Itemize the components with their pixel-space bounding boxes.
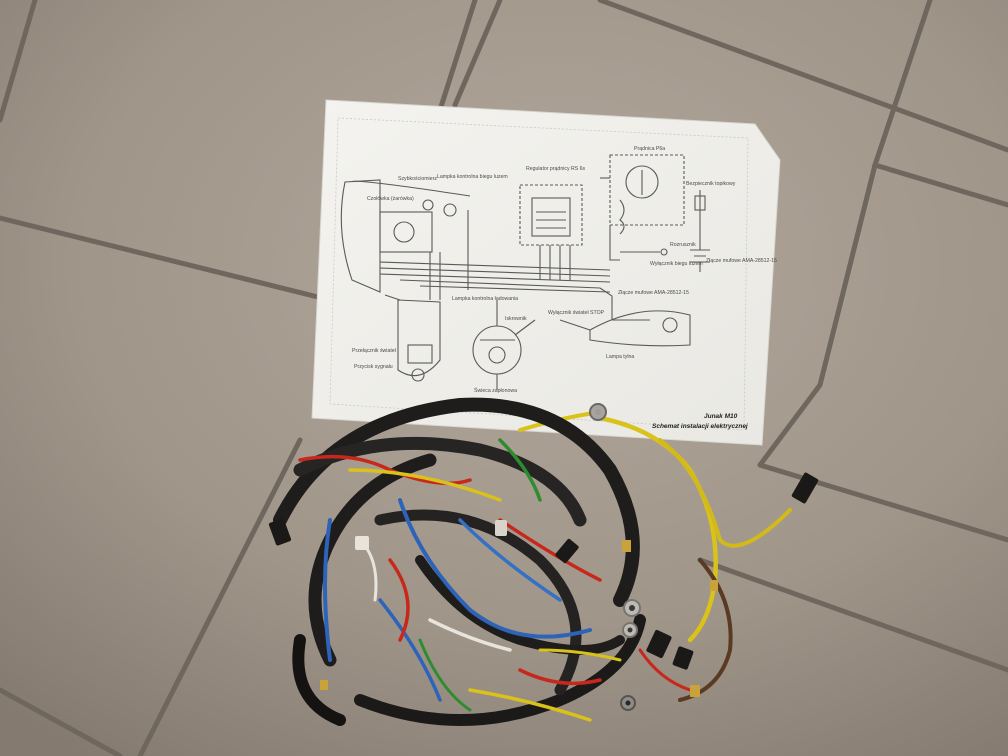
wire-blue-4 <box>378 598 442 702</box>
label-szybkosciomierz: Szybkościomierz <box>398 176 437 182</box>
spade-terminal-1 <box>622 540 631 552</box>
label-wylacznik-luzem: Wyłącznik biegu luzem <box>650 261 703 267</box>
white-connector-2 <box>495 520 507 536</box>
label-pradnica: Prądnica P6a <box>634 146 665 152</box>
wire-blue-2 <box>398 498 592 639</box>
wire-red-3 <box>388 558 410 642</box>
label-przelacznik: Przełącznik świateł <box>352 348 397 354</box>
wire-yellow-short-3 <box>538 648 622 662</box>
wire-yellow-branch <box>658 438 792 548</box>
wiring-harness <box>268 397 819 726</box>
label-czolowka: Czołówka (żarówka) <box>367 196 414 202</box>
black-sleeve-loop-2 <box>293 436 587 527</box>
connector-black-lower <box>555 538 579 564</box>
wire-red-5 <box>638 648 692 692</box>
spade-terminal-3 <box>710 580 718 591</box>
label-przycisk: Przycisk sygnału <box>354 364 393 370</box>
label-lampka-biegu: Lampka kontrolna biegu luzem <box>437 174 508 180</box>
wiring-diagram-sheet: Szybkościomierz Lampka kontrolna biegu l… <box>311 99 781 446</box>
label-zlacze-2: Złącze mufowe AMA-28512-15 <box>618 290 689 296</box>
label-lampka-ladowania: Lampka kontrolna ładowania <box>452 296 518 302</box>
wire-red-4 <box>518 668 602 686</box>
wire-white-1 <box>428 618 512 652</box>
spade-terminal-2 <box>690 685 700 697</box>
connector-black-mid-1 <box>646 629 672 659</box>
wire-yellow-short-2 <box>468 688 592 722</box>
wire-red-2 <box>498 518 602 582</box>
connector-black-mid-2 <box>672 646 694 670</box>
harness-connectors <box>268 403 819 711</box>
diagram-title-caption: Schemat instalacji elektrycznej <box>652 423 748 430</box>
schematic-lines <box>340 154 710 390</box>
label-zlacze-1: Złącze mufowe AMA-28512-15 <box>706 258 777 264</box>
label-lampa-tylna: Lampa tylna <box>606 354 634 360</box>
diagram-labels: Szybkościomierz Lampka kontrolna biegu l… <box>352 146 777 430</box>
label-iskrownik: Iskrownik <box>505 316 527 322</box>
black-sleeve-loop-6 <box>415 555 625 655</box>
label-regulator: Regulator prądnicy RS 6s <box>526 166 586 172</box>
black-sleeve-loop-3 <box>308 453 437 667</box>
wire-green-1 <box>498 438 542 502</box>
connector-black-left <box>268 518 292 546</box>
connector-black-top-right <box>791 472 819 504</box>
spade-terminal-4 <box>320 680 328 690</box>
wire-yellow-short-1 <box>348 468 502 502</box>
black-sleeve-loop-7 <box>292 634 346 726</box>
label-swieca: Świeca zapłonowa <box>474 386 517 394</box>
wire-blue-1 <box>323 518 332 662</box>
wire-yellow-long <box>597 415 718 643</box>
diagram-title-model: Junak M10 <box>704 413 738 420</box>
label-wylacznik-stop: Wyłącznik świateł STOP <box>548 310 605 316</box>
black-sleeve-loop-4 <box>354 614 646 726</box>
wire-blue-3 <box>458 518 562 602</box>
white-connector <box>355 536 369 550</box>
wire-green-2 <box>418 638 472 712</box>
label-bezpiecznik: Bezpiecznik topikowy <box>686 181 736 187</box>
label-rozrusznik: Rozrusznik <box>670 242 696 248</box>
